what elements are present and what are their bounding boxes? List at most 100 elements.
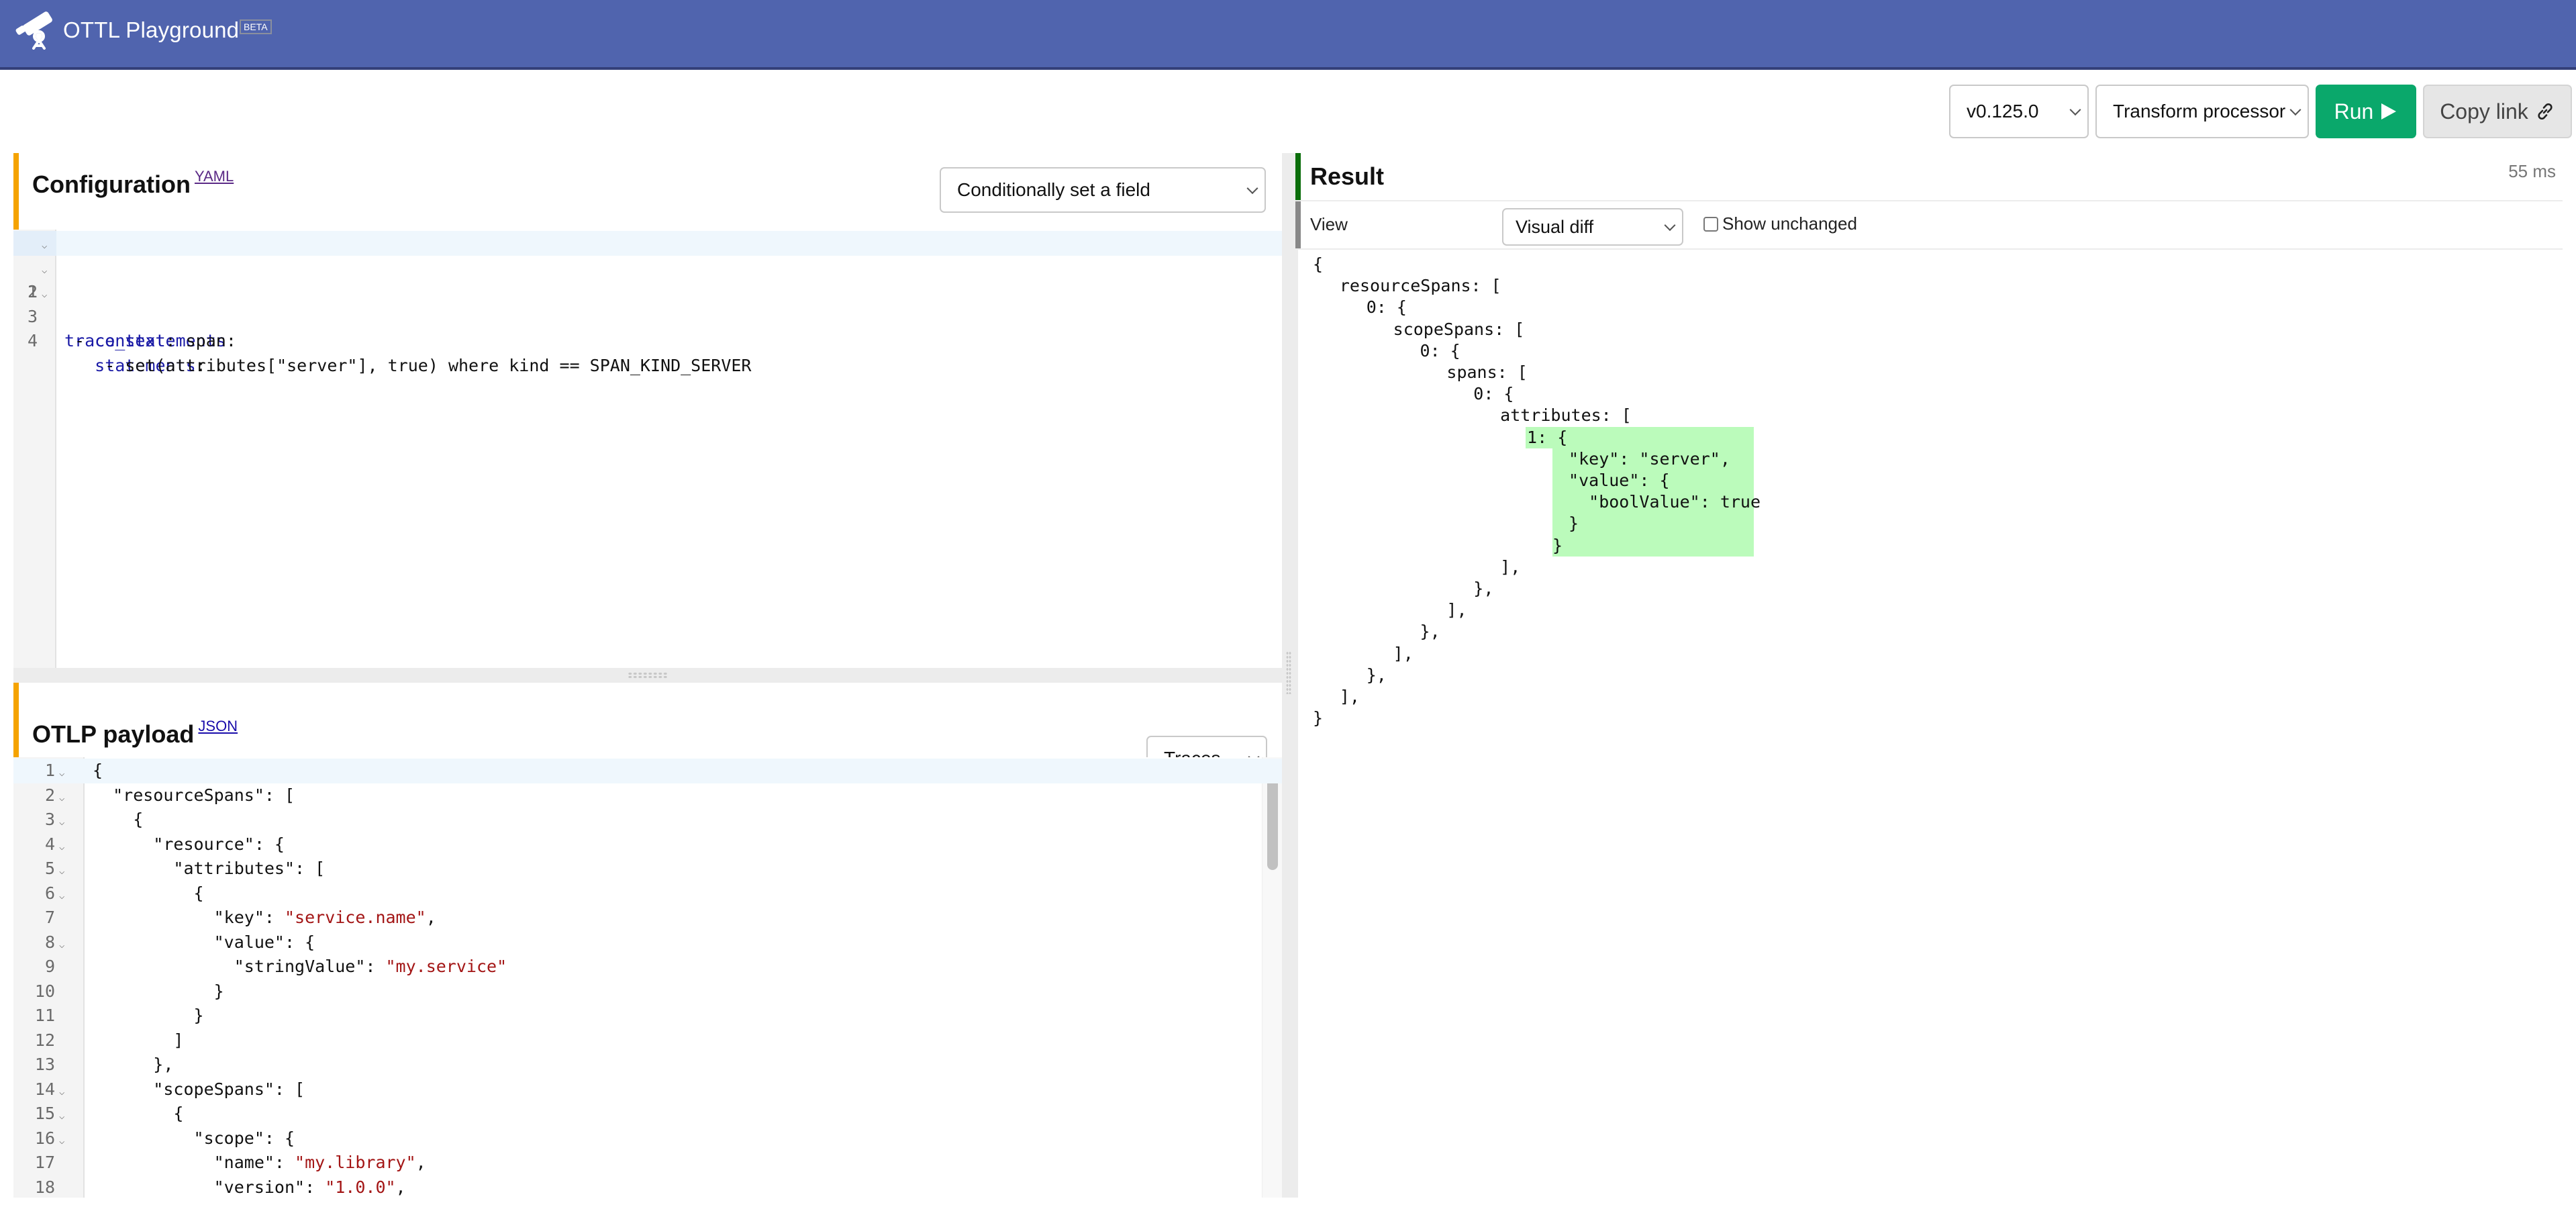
diff-line-added: "value": { [1569, 471, 1670, 490]
line-number: 9 [44, 957, 55, 976]
processor-select[interactable]: Transform processor [2095, 85, 2309, 138]
elapsed-time: 55 ms [2508, 161, 2556, 181]
code-text: statements: [95, 355, 206, 375]
line-number: 18 [34, 1177, 55, 1197]
diff-line-added: "boolValue": true [1569, 492, 1761, 512]
editor-line: 2⌵ "resourceSpans": [ [13, 783, 1282, 808]
chevron-down-icon [1246, 183, 1258, 195]
fold-chevron-icon[interactable]: ⌵ [59, 939, 65, 951]
line-number: 4 [44, 834, 55, 854]
grip-icon [628, 672, 668, 679]
diff-line: resourceSpans: [ [1339, 276, 1501, 296]
code-text: trace_statements: [64, 331, 236, 350]
diff-line: }, [1473, 579, 1494, 598]
code-text: { [93, 1104, 184, 1123]
copy-link-button[interactable]: Copy link [2423, 85, 2572, 138]
app-title: OTTL Playground [63, 17, 240, 42]
fold-chevron-icon[interactable]: ⌵ [59, 1111, 65, 1122]
fold-chevron-icon[interactable]: ⌵ [59, 841, 65, 853]
fold-chevron-icon[interactable]: ⌵ [59, 817, 65, 828]
fold-chevron-icon[interactable]: ⌵ [59, 1086, 65, 1098]
line-number: 10 [34, 981, 55, 1001]
example-select[interactable]: Conditionally set a field [940, 167, 1266, 213]
line-number: 8 [44, 932, 55, 952]
chevron-down-icon [2069, 104, 2081, 116]
configuration-editor[interactable]: 1 ⌵ trace_statements: 2 ⌵ - context: spa… [13, 230, 1282, 668]
line-number: 7 [44, 908, 55, 927]
fold-chevron-icon[interactable]: ⌵ [59, 890, 65, 902]
editor-line: 17 "name": "my.library", [13, 1151, 1282, 1175]
example-select-value: Conditionally set a field [957, 179, 1150, 200]
editor-line: 5⌵ "attributes": [ [13, 857, 1282, 881]
toolbar: v0.125.0 Transform processor Run Copy li… [1949, 85, 2572, 138]
code-text: { [93, 883, 204, 903]
diff-line-added: 1: { [1527, 427, 1568, 447]
line-number: 14 [34, 1079, 55, 1099]
line-number: 6 [44, 883, 55, 903]
code-text: "resource": { [93, 834, 285, 854]
version-select[interactable]: v0.125.0 [1949, 85, 2089, 138]
diff-line: spans: [ [1446, 363, 1528, 382]
editor-line: 6 ⌵ { [13, 881, 1282, 906]
editor-line: 14⌵ "scopeSpans": [ [13, 1077, 1282, 1102]
grip-icon [1286, 651, 1291, 694]
diff-line: { [1313, 254, 1324, 274]
scrollbar-thumb[interactable] [1267, 764, 1278, 870]
line-number: 2 [27, 282, 38, 301]
diff-line-added: } [1552, 535, 1563, 555]
editor-line: 15 ⌵ { [13, 1102, 1282, 1126]
editor-line: 3⌵ { [13, 808, 1282, 832]
json-link[interactable]: JSON [198, 718, 238, 734]
line-number: 13 [34, 1055, 55, 1074]
view-select[interactable]: Visual diff [1502, 208, 1683, 246]
line-number: 4 [27, 331, 38, 350]
view-controls: View Visual diff Show unchanged [1295, 201, 2563, 248]
diff-output: {resourceSpans: [0: {scopeSpans: [0: {sp… [1298, 250, 2563, 1198]
code-text: "name": "my.library", [93, 1153, 426, 1172]
vertical-resize-handle[interactable] [13, 668, 1282, 683]
scrollbar[interactable] [1262, 757, 1282, 1198]
show-unchanged-checkbox[interactable] [1703, 216, 1718, 232]
editor-line: 8 ⌵ "value": { [13, 930, 1282, 955]
line-number: 15 [34, 1104, 55, 1123]
diff-line: } [1313, 708, 1324, 728]
line-number: 1 [27, 282, 38, 301]
diff-line: ], [1393, 643, 1414, 663]
editor-line: 18 "version": "1.0.0", [13, 1175, 1282, 1198]
fold-chevron-icon[interactable]: ⌵ [59, 792, 65, 804]
line-number: 16 [34, 1128, 55, 1148]
diff-line: scopeSpans: [ [1393, 319, 1525, 339]
fold-chevron-icon[interactable]: ⌵ [59, 1135, 65, 1147]
fold-chevron-icon[interactable]: ⌵ [59, 866, 65, 877]
show-unchanged-toggle[interactable]: Show unchanged [1703, 213, 1857, 234]
diff-line-added: "key": "server", [1569, 448, 1730, 469]
app-header: OTTL Playground BETA [0, 0, 2576, 70]
diff-line: }, [1420, 622, 1440, 642]
run-button[interactable]: Run [2316, 85, 2416, 138]
diff-line: attributes: [ [1500, 405, 1632, 426]
diff-line: ], [1446, 600, 1467, 620]
diff-line-added: } [1569, 514, 1579, 534]
code-text: { [93, 810, 144, 829]
show-unchanged-label: Show unchanged [1722, 213, 1857, 234]
code-text: - context: span [64, 331, 226, 350]
editor-line: 1⌵{ [13, 759, 1282, 783]
version-select-value: v0.125.0 [1967, 101, 2039, 122]
result-title: Result [1310, 162, 1385, 190]
code-text: "value": { [93, 932, 315, 952]
yaml-link[interactable]: YAML [194, 168, 234, 185]
horizontal-resize-handle[interactable] [1282, 153, 1295, 1198]
payload-editor[interactable]: 1⌵{2⌵ "resourceSpans": [3⌵ {4 ⌵ "resource… [13, 757, 1282, 1198]
diff-line: 0: { [1420, 340, 1460, 360]
editor-line: 4 - set(attributes["server"], true) wher… [13, 305, 1282, 375]
editor-line: 2 ⌵ - context: span [13, 256, 1282, 351]
fold-chevron-icon[interactable]: ⌵ [59, 768, 65, 779]
added-block [1552, 426, 1754, 557]
editor-line: 11 } [13, 1004, 1282, 1028]
fold-chevron-icon[interactable]: ⌵ [42, 240, 48, 251]
fold-chevron-icon[interactable]: ⌵ [42, 264, 48, 276]
diff-line: ], [1339, 687, 1360, 706]
editor-line: 13 }, [13, 1053, 1282, 1077]
fold-chevron-icon[interactable]: ⌵ [42, 289, 48, 300]
